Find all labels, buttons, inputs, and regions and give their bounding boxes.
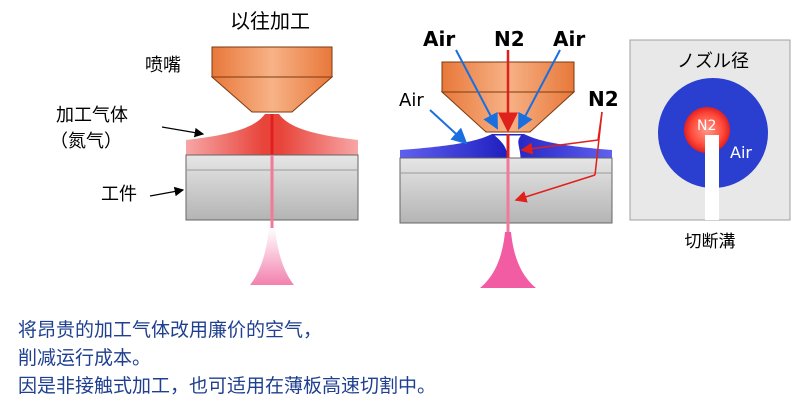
air-inlet-arrow-left <box>455 49 498 130</box>
center-panel: Air N2 Air Air N2 <box>399 27 619 288</box>
kerf-label: 切断溝 <box>685 232 736 252</box>
nozzle-label: 喷嘴 <box>145 55 181 76</box>
right-panel: ノズル径 N2 Air 切断溝 <box>629 39 791 252</box>
air-label-side: Air <box>399 90 424 111</box>
air-label-top-right: Air <box>553 27 585 51</box>
workpiece <box>399 157 613 224</box>
workpiece-label-arrow <box>149 186 185 197</box>
gas-label-arrow <box>161 126 205 138</box>
left-panel: 以往加工 喷嘴 加工气体 （氮气） 工件 <box>50 9 359 285</box>
air-n2-gas-flow <box>400 134 612 159</box>
n2-pointer-arrow-1 <box>520 139 599 155</box>
workpiece-label: 工件 <box>101 184 137 205</box>
kerf-slot <box>705 135 719 220</box>
nozzle <box>210 46 334 113</box>
air-flow-arrow <box>429 109 468 145</box>
air-label-top-left: Air <box>423 27 455 51</box>
caption-line-3: 因是非接触式加工，也可适用在薄板高速切割中。 <box>18 375 437 397</box>
left-panel-title: 以往加工 <box>230 9 310 33</box>
caption-line-2: 削减运行成本。 <box>18 347 152 369</box>
n2-pointer-arrow-2 <box>514 174 596 203</box>
gas-label-line1: 加工气体 <box>56 105 128 126</box>
n2-label-top: N2 <box>494 27 525 51</box>
spark-plume <box>480 232 536 288</box>
n2-label-side: N2 <box>588 87 619 111</box>
nozzle-diameter-label: ノズル径 <box>677 51 749 72</box>
air-label-topview: Air <box>730 143 752 162</box>
spark-plume <box>250 228 294 285</box>
laser-cutting-diagram: 以往加工 喷嘴 加工气体 （氮气） 工件 <box>50 9 791 288</box>
processing-gas-flow <box>186 114 358 155</box>
n2-label-topview: N2 <box>697 118 716 134</box>
caption-line-1: 将昂贵的加工气体改用廉价的空气， <box>18 319 323 341</box>
gas-label-line2: （氮气） <box>50 131 122 152</box>
air-inlet-arrow-right <box>518 49 561 130</box>
